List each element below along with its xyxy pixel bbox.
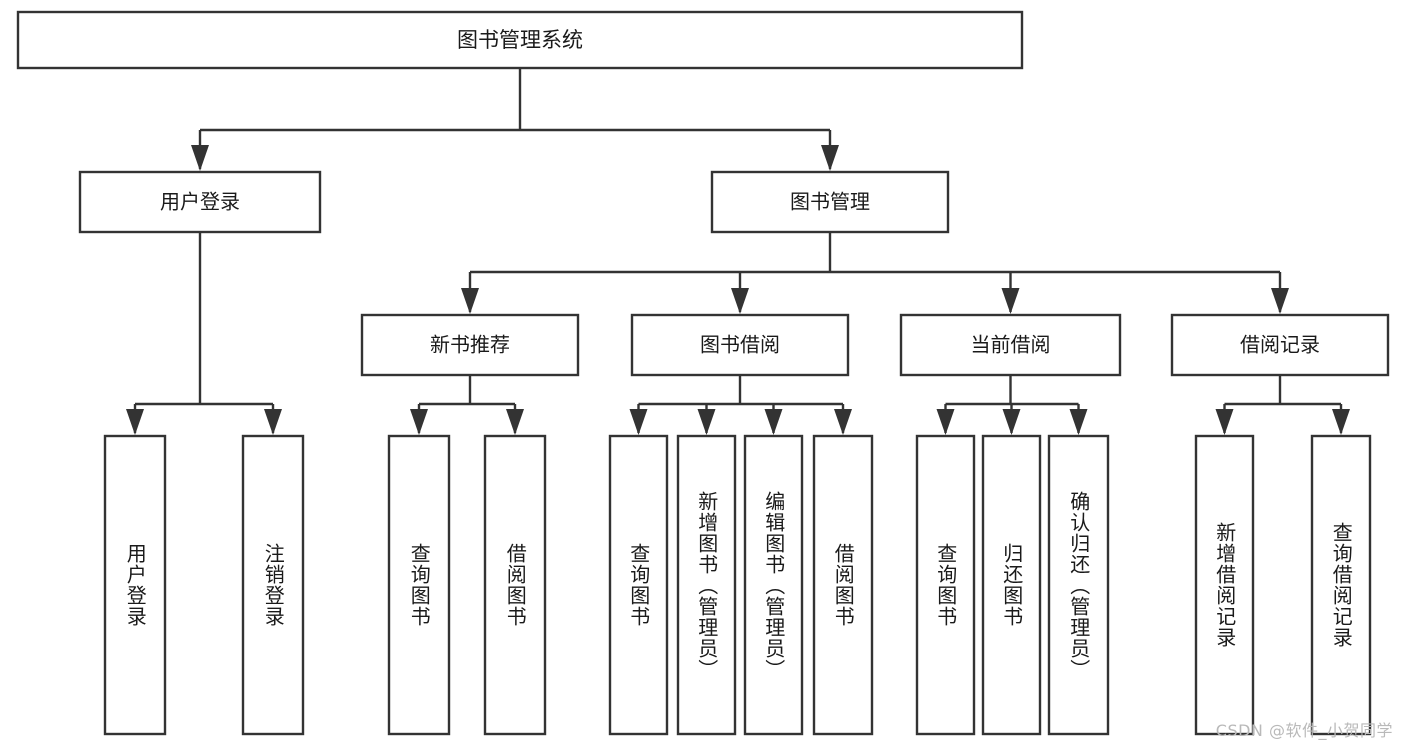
node-box-leaf-add-record[interactable]	[1194, 434, 1255, 736]
node-box-leaf-query-book-2[interactable]	[608, 434, 669, 736]
arrow-head-icon	[506, 409, 524, 435]
node-box-current-borrow[interactable]	[899, 313, 1122, 377]
node-box-leaf-query-book-3[interactable]	[915, 434, 976, 736]
arrow-head-icon	[629, 409, 648, 435]
node-box-leaf-add-book[interactable]	[676, 434, 737, 736]
arrow-head-icon	[1002, 409, 1021, 435]
node-box-book-manage[interactable]	[710, 170, 950, 234]
watermark-text: CSDN @软件_小贺同学	[1215, 721, 1393, 740]
node-box-leaf-return-book[interactable]	[981, 434, 1042, 736]
arrow-head-icon	[1069, 409, 1088, 435]
node-box-leaf-borrow-book-2[interactable]	[812, 434, 874, 736]
node-box-new-book-rec[interactable]	[360, 313, 580, 377]
node-box-root[interactable]	[16, 10, 1024, 70]
arrow-head-icon	[697, 409, 716, 435]
arrow-head-icon	[191, 145, 209, 171]
arrow-head-icon	[1001, 288, 1020, 314]
connectors-layer	[126, 68, 1350, 435]
arrow-head-icon	[936, 409, 955, 435]
node-box-leaf-confirm-return[interactable]	[1047, 434, 1110, 736]
node-label-book-borrow: 图书借阅	[700, 333, 780, 357]
node-box-leaf-query-book-1[interactable]	[387, 434, 451, 736]
arrow-head-icon	[821, 145, 839, 171]
node-label-root: 图书管理系统	[457, 28, 583, 52]
arrow-head-icon	[764, 409, 783, 435]
node-box-user-login[interactable]	[78, 170, 322, 234]
boxes-layer	[16, 10, 1390, 736]
node-label-new-book-rec: 新书推荐	[430, 333, 510, 357]
node-label-current-borrow: 当前借阅	[971, 333, 1051, 357]
arrow-head-icon	[834, 409, 852, 435]
node-box-borrow-record[interactable]	[1170, 313, 1390, 377]
node-box-leaf-borrow-book-1[interactable]	[483, 434, 547, 736]
node-box-leaf-query-record[interactable]	[1310, 434, 1372, 736]
node-label-book-manage: 图书管理	[790, 190, 870, 214]
node-box-leaf-edit-book[interactable]	[743, 434, 804, 736]
arrow-head-icon	[126, 409, 144, 435]
arrow-head-icon	[1271, 288, 1289, 314]
node-box-book-borrow[interactable]	[630, 313, 850, 377]
arrow-head-icon	[461, 288, 479, 314]
arrow-head-icon	[410, 409, 428, 435]
node-box-leaf-logout[interactable]	[241, 434, 305, 736]
node-box-leaf-user-login[interactable]	[103, 434, 167, 736]
arrow-head-icon	[1215, 409, 1234, 435]
arrow-head-icon	[1332, 409, 1350, 435]
node-label-user-login: 用户登录	[160, 190, 240, 214]
arrow-head-icon	[731, 288, 749, 314]
arrow-head-icon	[264, 409, 282, 435]
node-label-borrow-record: 借阅记录	[1240, 333, 1320, 357]
